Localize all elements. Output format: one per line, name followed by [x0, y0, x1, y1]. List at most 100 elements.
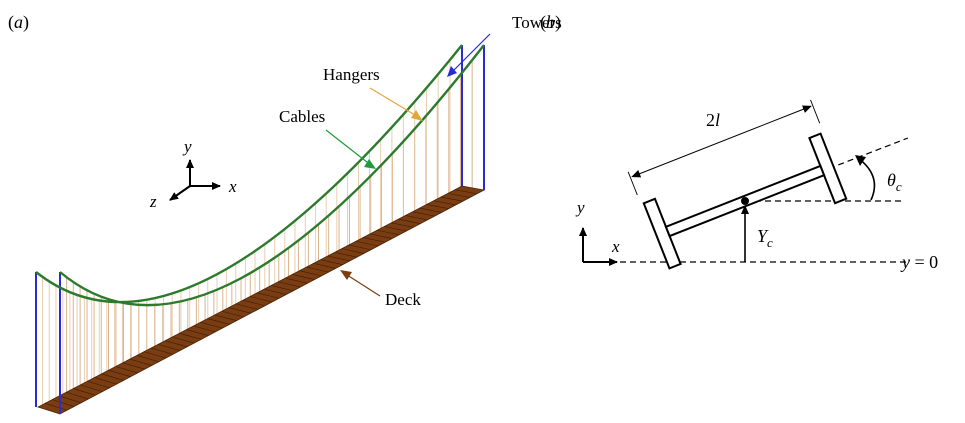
deck-rib: [94, 377, 117, 385]
axis2d-y-label: y: [575, 198, 585, 217]
dim-2l-label: 2l: [706, 110, 720, 130]
panel-b-label: (b): [540, 12, 561, 33]
deck-rib: [348, 244, 371, 251]
deck-rib: [384, 226, 407, 232]
deck-rib: [150, 347, 174, 355]
towers-arrow-head: [447, 66, 457, 77]
deck-rib: [179, 333, 202, 340]
hangers-label: Hangers: [323, 65, 380, 84]
deck-rib: [214, 314, 237, 321]
h-section: [627, 99, 848, 270]
deck-rib: [66, 391, 89, 400]
dim-line-2l: [631, 105, 812, 178]
section-axis-dashed: [744, 137, 909, 202]
deck-rib: [87, 380, 110, 389]
deck-rib: [73, 388, 96, 396]
deck-rib: [200, 321, 223, 329]
hangers-arrow-line: [369, 87, 421, 119]
deck-rib: [249, 296, 273, 303]
deck-rib: [101, 373, 124, 381]
deck-rib: [186, 329, 209, 336]
towers: [35, 45, 485, 414]
deck-rib: [306, 266, 329, 273]
deck-rib: [292, 274, 315, 280]
deck-rib: [327, 255, 350, 262]
deck-rib: [334, 252, 357, 258]
deck-rib: [256, 292, 280, 299]
theta-label: θc: [887, 170, 902, 194]
deck-label: Deck: [385, 290, 421, 309]
yc-label: Yc: [757, 226, 773, 250]
theta-arc-head: [855, 155, 866, 166]
deck-rib: [228, 307, 251, 314]
deck-rib: [158, 344, 181, 351]
deck-rib: [363, 237, 386, 243]
towers-arrow-line: [448, 33, 491, 76]
deck-rib: [108, 369, 131, 377]
deck-rib: [80, 384, 103, 392]
axis-z-arrow: [169, 185, 191, 201]
dim-extension-right: [810, 99, 821, 124]
panel-a-label: (a): [8, 12, 29, 33]
axis-x-label: x: [228, 177, 237, 196]
deck-ribs: [44, 189, 477, 411]
hangers-arrow-head: [411, 110, 423, 121]
deck-rib: [426, 204, 449, 209]
deck-rib: [391, 222, 414, 228]
deck-rib: [405, 215, 428, 221]
deck-rib: [285, 277, 308, 284]
deck-rib: [299, 270, 322, 277]
deck-rib: [454, 189, 477, 195]
deck-rib: [143, 351, 167, 359]
deck-rib: [52, 399, 75, 407]
deck-rib: [419, 207, 442, 213]
deck-rib: [129, 358, 152, 366]
axis-triad-3d: y x z: [149, 137, 237, 211]
cable-back: [35, 44, 463, 304]
deck-rib: [59, 395, 82, 404]
deck-rib: [242, 299, 266, 307]
deck-rib: [398, 218, 421, 224]
deck-rib: [341, 248, 364, 254]
axis2d-x-label: x: [611, 237, 620, 256]
cables-label: Cables: [279, 107, 325, 126]
deck-rib: [122, 362, 145, 370]
towers-label: Towers: [512, 13, 562, 32]
axis-triad-2d: y x: [575, 198, 620, 266]
deck-arrow-head: [340, 270, 352, 280]
deck-rib: [440, 196, 463, 202]
cables-arrow-line: [325, 129, 373, 167]
cables-arrow-head: [364, 159, 376, 169]
deck-arrow-line: [343, 272, 381, 297]
deck-rib: [264, 288, 287, 295]
deck-rib: [165, 340, 188, 348]
baseline-label: y = 0: [900, 252, 938, 272]
deck-rib: [355, 240, 379, 247]
deck-rib: [235, 303, 258, 310]
deck-rib: [377, 229, 400, 236]
deck-rib: [136, 355, 160, 363]
axis-z-label: z: [149, 192, 157, 211]
deck-rib: [44, 403, 68, 411]
deck-rib: [172, 336, 195, 344]
deck-rib: [433, 200, 456, 206]
deck-rib: [207, 318, 230, 325]
axis-y-label: y: [182, 137, 192, 156]
centroid-point: [741, 197, 749, 205]
deck-rib: [193, 325, 216, 333]
deck-rib: [313, 263, 336, 269]
deck-rib: [115, 366, 138, 374]
dim-extension-left: [627, 171, 638, 196]
deck-rib: [320, 259, 343, 265]
cable-front: [59, 44, 485, 307]
deck-rib: [447, 193, 470, 198]
bridge-model: [35, 44, 486, 415]
deck-rib: [412, 211, 435, 217]
deck-rib: [221, 310, 244, 318]
deck-rib: [271, 285, 294, 292]
deck-rib: [278, 281, 301, 288]
deck-rib: [370, 233, 393, 239]
hangers: [42, 59, 473, 411]
